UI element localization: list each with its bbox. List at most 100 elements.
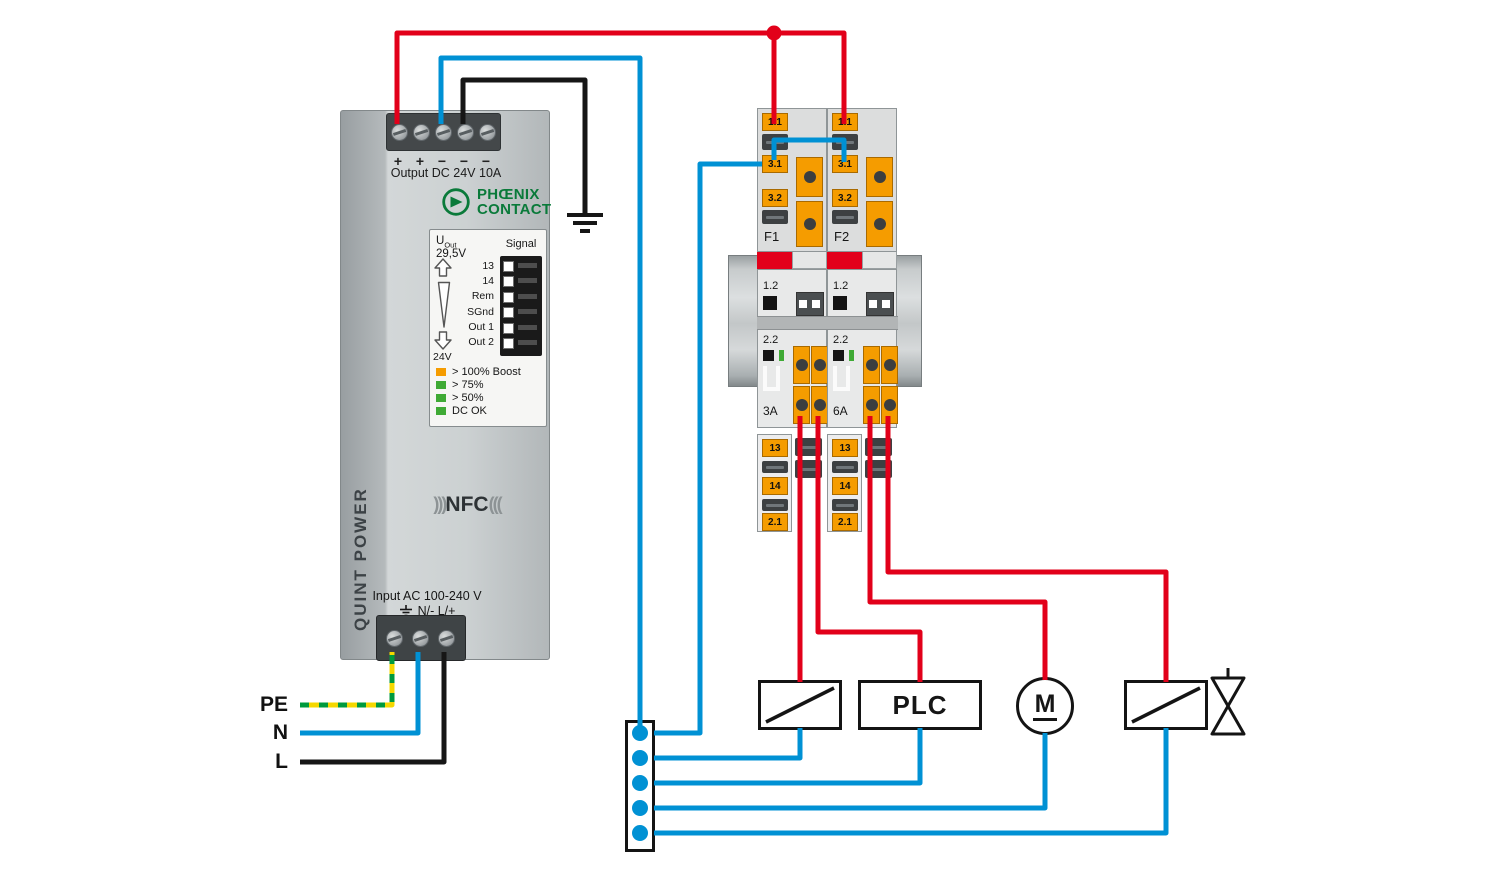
screw — [762, 461, 788, 473]
distribution-terminal-strip — [625, 720, 655, 852]
terminal-2-2-label: 2.2 — [763, 334, 779, 346]
brand-line1: PHŒNIX — [477, 186, 540, 203]
signal-pin — [503, 261, 539, 272]
status-led — [779, 350, 784, 361]
screw-terminal — [412, 630, 429, 647]
screw — [832, 210, 858, 224]
psu-output-label: Output DC 24V 10A — [390, 166, 502, 180]
breaker-body — [792, 252, 827, 269]
screw — [832, 134, 858, 150]
arrow-down-icon — [434, 331, 452, 350]
screw-terminal — [390, 123, 408, 141]
signal-label: Signal — [505, 238, 537, 250]
terminal — [863, 346, 880, 384]
signal-terminal-label: 13 — [482, 260, 494, 272]
led-legend-75: > 75% — [436, 379, 484, 391]
breaker-input-section: 1.1 3.1 3.2 F1 — [757, 108, 827, 252]
strip-terminal — [632, 725, 648, 741]
signal-terminal-label: SGnd — [467, 306, 494, 318]
earth-ground-symbol — [567, 213, 603, 233]
relay-coil-1 — [758, 680, 842, 730]
psu-status-panel: UOut 29,5V Signal 24V 13 14 — [429, 229, 547, 427]
rail-band — [827, 316, 898, 330]
valve-symbol — [1210, 668, 1246, 736]
terminal — [763, 350, 774, 361]
status-led — [849, 350, 854, 361]
psu-input-terminal-block — [376, 615, 466, 661]
breaker-aux-section: 13 14 2.1 — [757, 434, 792, 532]
terminal-1-1: 1.1 — [762, 113, 788, 131]
terminal — [793, 346, 810, 384]
terminal — [866, 157, 893, 197]
terminal-14: 14 — [832, 477, 858, 495]
terminal-2-2-label: 2.2 — [833, 334, 849, 346]
l-label: L — [275, 750, 288, 773]
breaker-name: F1 — [764, 229, 780, 244]
terminal-13: 13 — [762, 439, 788, 457]
led-legend-boost: > 100% Boost — [436, 366, 521, 378]
breaker-body — [862, 252, 897, 269]
screw-terminal — [386, 630, 403, 647]
psu-input-label: Input AC 100-240 V — [372, 589, 482, 603]
breaker-output-section: 1.2 2.2 6A — [827, 269, 898, 428]
terminal-3-1: 3.1 — [832, 155, 858, 173]
screw — [762, 499, 788, 511]
screw — [762, 210, 788, 224]
terminal-2-1: 2.1 — [832, 513, 858, 531]
terminal — [811, 346, 828, 384]
terminal — [763, 296, 777, 310]
wire-f2-to-valve — [885, 416, 1169, 682]
wire-motor-return — [654, 733, 1048, 811]
down-adjust-value: 24V — [433, 351, 452, 363]
terminal — [881, 346, 898, 384]
terminal-13: 13 — [832, 439, 858, 457]
brand-line2: CONTACT — [477, 201, 552, 219]
screw — [795, 438, 822, 456]
signal-pin — [503, 307, 539, 318]
signal-pin — [503, 292, 539, 303]
signal-terminal-label: 14 — [482, 275, 494, 287]
signal-terminal-label: Rem — [471, 290, 494, 302]
coil-diagonal-icon — [765, 686, 835, 724]
signal-terminal-label: Out 2 — [468, 336, 494, 348]
led-green-icon — [436, 394, 446, 402]
breaker-status-strip — [827, 252, 862, 269]
terminal-2-1: 2.1 — [762, 513, 788, 531]
plc-label: PLC — [892, 689, 948, 720]
circuit-breaker-f2: 1.1 3.1 3.2 F2 1.2 2.2 6A 13 — [827, 108, 898, 532]
wire-relay1-return — [654, 728, 803, 761]
breaker-name: F2 — [834, 229, 850, 244]
terminal — [811, 386, 828, 424]
breaker-input-section: 1.1 3.1 3.2 F2 — [827, 108, 897, 252]
screw-terminal — [456, 123, 474, 141]
circuit-breaker-f1: 1.1 3.1 3.2 F1 1.2 2.2 3A 13 — [757, 108, 828, 532]
breaker-rating: 6A — [833, 404, 848, 418]
breaker-status-strip — [757, 252, 792, 269]
psu-output-terminal-block — [386, 113, 501, 151]
led-green-icon — [436, 381, 446, 389]
screw-terminal — [438, 630, 455, 647]
connector — [866, 292, 894, 316]
relay-coil-2 — [1124, 680, 1208, 730]
screw — [832, 461, 858, 473]
breaker-output-section: 1.2 2.2 3A — [757, 269, 828, 428]
wire-line — [300, 652, 447, 765]
rail-band — [757, 316, 828, 330]
terminal — [793, 386, 810, 424]
screw — [832, 499, 858, 511]
breaker-rating: 3A — [763, 404, 778, 418]
connector — [796, 292, 824, 316]
screw-terminal — [434, 123, 452, 141]
led-orange-icon — [436, 368, 446, 376]
wire-junction-dot — [766, 25, 782, 41]
strip-terminal — [632, 800, 648, 816]
wire-plc-return — [654, 728, 923, 786]
motor-label: M — [1032, 691, 1058, 722]
power-supply-unit: + + − − − Output DC 24V 10A PHŒNIX CONTA… — [340, 110, 552, 661]
screw — [762, 134, 788, 150]
led-legend-50: > 50% — [436, 392, 484, 404]
strip-terminal — [632, 825, 648, 841]
plc-box: PLC — [858, 680, 982, 730]
